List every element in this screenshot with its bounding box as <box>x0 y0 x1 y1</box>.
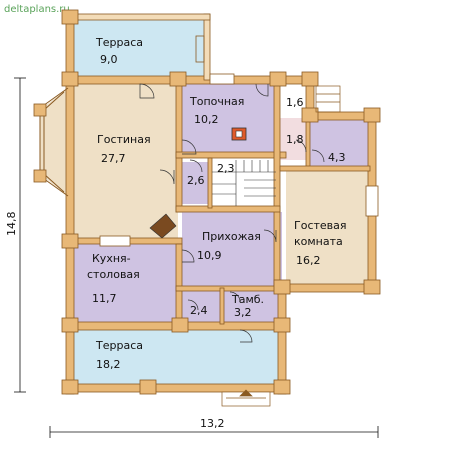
terrace-bottom-fill <box>74 330 284 384</box>
boiler-room-area: 10,2 <box>194 113 219 126</box>
boiler-room-name: Топочная <box>189 95 244 108</box>
room-labels: Терраса 9,0 Топочная 10,2 1,6 Гостиная 2… <box>87 36 347 371</box>
kitchen-name: Кухня- <box>92 252 131 265</box>
terrace-bottom-name: Терраса <box>95 339 143 352</box>
terrace-top-area: 9,0 <box>100 53 118 66</box>
tambour-name: Тамб. <box>231 293 264 306</box>
guest-room-area: 16,2 <box>296 254 321 267</box>
wall-guest-top <box>279 165 371 172</box>
stairs <box>212 160 276 206</box>
terrace-top-name: Терраса <box>95 36 143 49</box>
log-posts <box>33 9 381 395</box>
living-room-fill <box>66 82 178 238</box>
windows <box>99 73 379 247</box>
entry-steps-right <box>315 85 341 113</box>
wall-hall-top <box>175 205 281 213</box>
room-1-6-fill <box>276 82 306 118</box>
room-4-3-area: 4,3 <box>328 151 346 164</box>
fireplace-icon <box>149 213 177 239</box>
dimension-width: 13,2 <box>49 417 379 438</box>
wall-kitchen-right <box>175 243 183 325</box>
boiler-icon <box>231 127 247 141</box>
entry-steps-bottom <box>221 389 271 407</box>
terrace-bottom-rail <box>65 383 287 393</box>
wall-18-right <box>305 117 311 171</box>
guest-room-name-line2: комната <box>294 235 343 248</box>
hall-name: Прихожая <box>202 230 261 243</box>
room-1-8-area: 1,8 <box>286 133 304 146</box>
room-2-4-area: 2,4 <box>190 304 208 317</box>
wall-boiler-bottom <box>175 151 287 159</box>
room-2-3-area: 2,3 <box>217 162 235 175</box>
wall-hall-bottom <box>175 285 281 292</box>
hall-fill <box>182 212 282 290</box>
boiler-room-fill <box>178 82 276 154</box>
bay-window <box>39 87 69 197</box>
wall-24-right <box>219 287 225 325</box>
tambour-fill <box>222 290 280 324</box>
kitchen-fill <box>74 244 180 322</box>
terrace-top-door <box>195 35 205 63</box>
living-bay-fill <box>40 88 68 196</box>
wall-bottom-right <box>279 283 377 293</box>
room-4-3-fill <box>308 120 370 170</box>
terrace-top-rail <box>65 13 211 21</box>
wall-boiler-right <box>273 83 281 291</box>
width-value: 13,2 <box>200 417 225 430</box>
terrace-bottom-area: 18,2 <box>96 358 121 371</box>
site-label: deltaplans.ru <box>4 4 70 15</box>
kitchen-name-line2: столовая <box>87 268 140 281</box>
guest-room-fill <box>286 170 370 286</box>
stairs-fill <box>210 158 276 208</box>
wall-26-right <box>207 157 213 209</box>
room-2-6-area: 2,6 <box>187 174 205 187</box>
height-value: 14,8 <box>5 212 18 237</box>
dimension-height: 14,8 <box>5 77 26 393</box>
tambour-area: 3,2 <box>234 306 252 319</box>
room-2-6-fill <box>182 162 210 204</box>
wall-living-right <box>175 83 183 213</box>
hall-area: 10,9 <box>197 249 222 262</box>
guest-room-name: Гостевая <box>294 219 347 232</box>
living-room-area: 27,7 <box>101 152 126 165</box>
terrace-top-fill <box>74 20 206 78</box>
room-fills <box>40 20 370 384</box>
terrace-top-right <box>203 13 211 81</box>
room-1-6-area: 1,6 <box>286 96 304 109</box>
wall-right-lower <box>277 283 287 395</box>
kitchen-area: 11,7 <box>92 292 117 305</box>
living-room-name: Гостиная <box>97 133 151 146</box>
doors <box>139 83 325 343</box>
